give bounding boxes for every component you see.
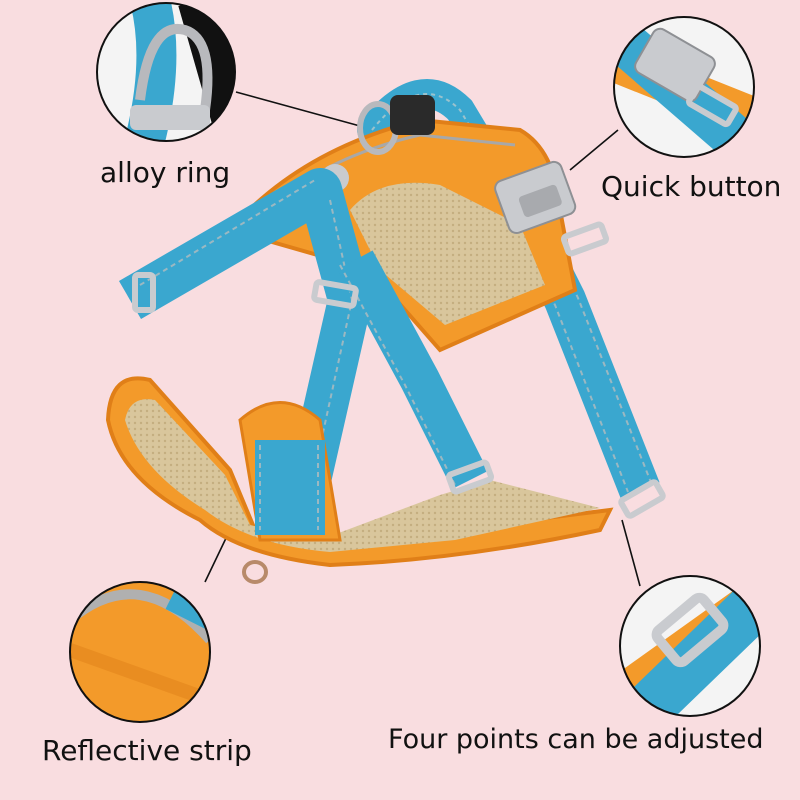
quick-button-label: Quick button	[601, 170, 782, 203]
callout-quick-button	[613, 16, 755, 158]
callout-alloy-ring	[96, 2, 236, 142]
adjust-points-label: Four points can be adjusted	[388, 724, 764, 755]
callout-adjust-points	[619, 575, 761, 717]
reflective-strip-label: Reflective strip	[42, 734, 252, 767]
callout-lines	[204, 91, 641, 587]
callout-reflective-strip	[69, 581, 211, 723]
alloy-ring-label: alloy ring	[100, 156, 231, 189]
dog-harness	[105, 79, 666, 584]
